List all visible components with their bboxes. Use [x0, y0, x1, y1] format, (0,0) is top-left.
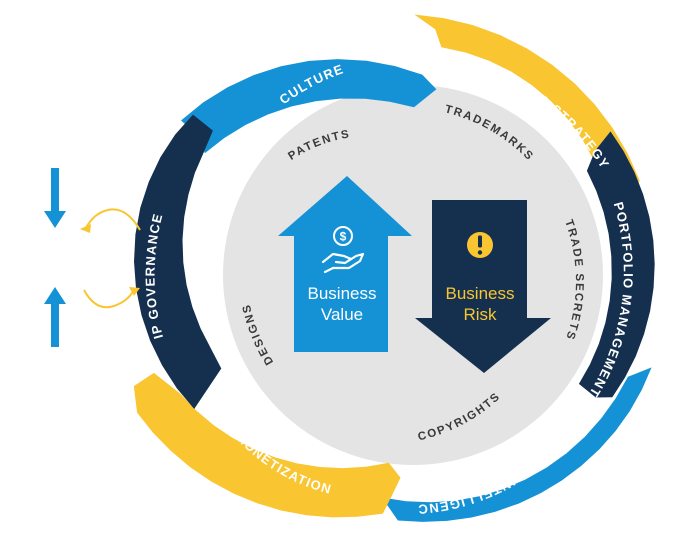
segment-industry-intelligence: [381, 367, 652, 522]
segment-monetization: [133, 372, 401, 518]
business-value-line2: Value: [321, 305, 363, 324]
loop-arrow-top-icon: [85, 208, 141, 231]
loop-arrow-bottom-head-icon: [129, 287, 140, 296]
business-risk-line1: Business: [446, 284, 515, 303]
business-value-line1: Business: [308, 284, 377, 303]
segment-ip-governance: [134, 114, 222, 409]
business-risk-line2: Risk: [463, 305, 497, 324]
loop-arrow-top-head-icon: [80, 224, 91, 233]
up-arrow-icon: [44, 287, 66, 347]
svg-text:$: $: [340, 230, 347, 244]
inner-circle: [223, 85, 603, 465]
segment-culture: [181, 59, 437, 154]
business-risk-arrow: Business Risk: [415, 200, 551, 373]
segment-portfolio-management: [578, 131, 655, 398]
loop-arrow-bottom-icon: [83, 289, 135, 309]
side-indicator: [44, 168, 141, 347]
down-arrow-icon: [44, 168, 66, 228]
dollar-hand-icon: $: [321, 226, 365, 274]
exclamation-icon: [467, 232, 493, 258]
business-value-arrow: $ Business Value: [278, 176, 412, 352]
